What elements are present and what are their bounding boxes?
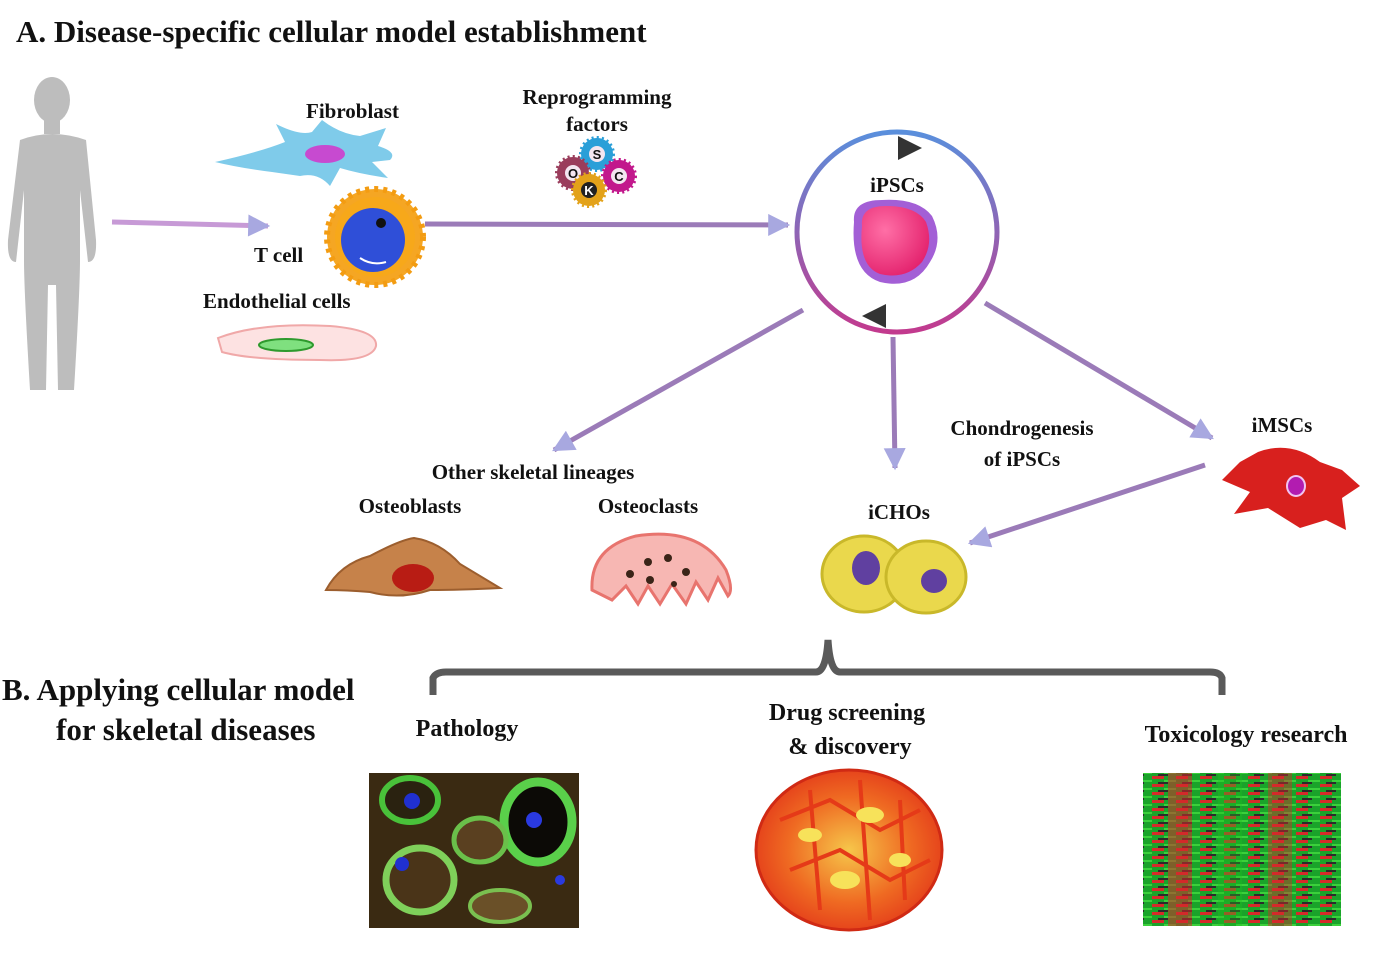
factor-letter: S [593,147,602,162]
ipsc-cycle-ring [794,129,1000,335]
endothelial-cells-label: Endothelial cells [203,289,351,313]
factor-letter: K [584,183,594,198]
factor-letter: C [614,169,624,184]
pathology-label: Pathology [415,716,519,742]
fibroblast-label: Fibroblast [306,99,399,123]
ichos-label: iCHOs [868,500,930,524]
bracket-divider [429,639,1226,695]
section-b-title-line2: for skeletal diseases [56,712,316,747]
icho-cells-icon [820,534,968,615]
fibroblast-cell-icon [215,120,393,186]
section-a-title: A. Disease-specific cellular model estab… [16,14,647,49]
arrow-to-ipscs [424,213,791,236]
cycle-arrowhead-top-icon [898,136,922,160]
other-skeletal-lineages-label: Other skeletal lineages [431,460,635,484]
cycle-arrowhead-bottom-icon [862,304,886,328]
arrow-to-imscs [983,300,1214,441]
arrow-human-to-cells [111,214,271,237]
drug-screening-label-line1: Drug screening [768,700,926,726]
human-silhouette-icon [7,77,97,390]
factor-ball-k: K [571,172,607,208]
endothelial-cell-icon [216,324,378,362]
arrow-to-other-lineages [552,307,805,453]
factor-ball-c: C [601,158,637,194]
reprogramming-label-line2: factors [566,112,628,136]
imsc-cell-icon [1222,447,1360,530]
section-b-title-line1: B. Applying cellular model [2,672,355,707]
pathology-image [369,773,579,928]
ipscs-label: iPSCs [870,173,924,197]
reprogramming-label-line1: Reprogramming [522,85,672,109]
drug-screening-label-line2: & discovery [788,734,912,760]
toxicology-research-label: Toxicology research [1144,722,1348,748]
osteoclasts-label: Osteoclasts [597,494,699,518]
osteoclast-cell-icon [590,532,733,608]
imscs-label: iMSCs [1251,413,1313,437]
factor-letter: O [568,166,578,181]
osteoblast-cell-icon [324,536,504,597]
t-cell-icon [324,186,426,288]
chondrogenesis-label-line1: Chondrogenesis [950,416,1094,440]
t-cell-label: T cell [254,243,304,267]
toxicology-heatmap-image [1143,773,1341,926]
chondrogenesis-label-line2: of iPSCs [983,447,1061,471]
factor-ball-s: S [579,136,615,172]
arrow-imscs-to-ichos [967,462,1206,548]
osteoblasts-label: Osteoblasts [358,494,462,518]
arrow-to-ichos [883,336,906,471]
reprogramming-factors-icon: SO C K [555,136,637,208]
drug-screening-dish-image [754,768,944,932]
